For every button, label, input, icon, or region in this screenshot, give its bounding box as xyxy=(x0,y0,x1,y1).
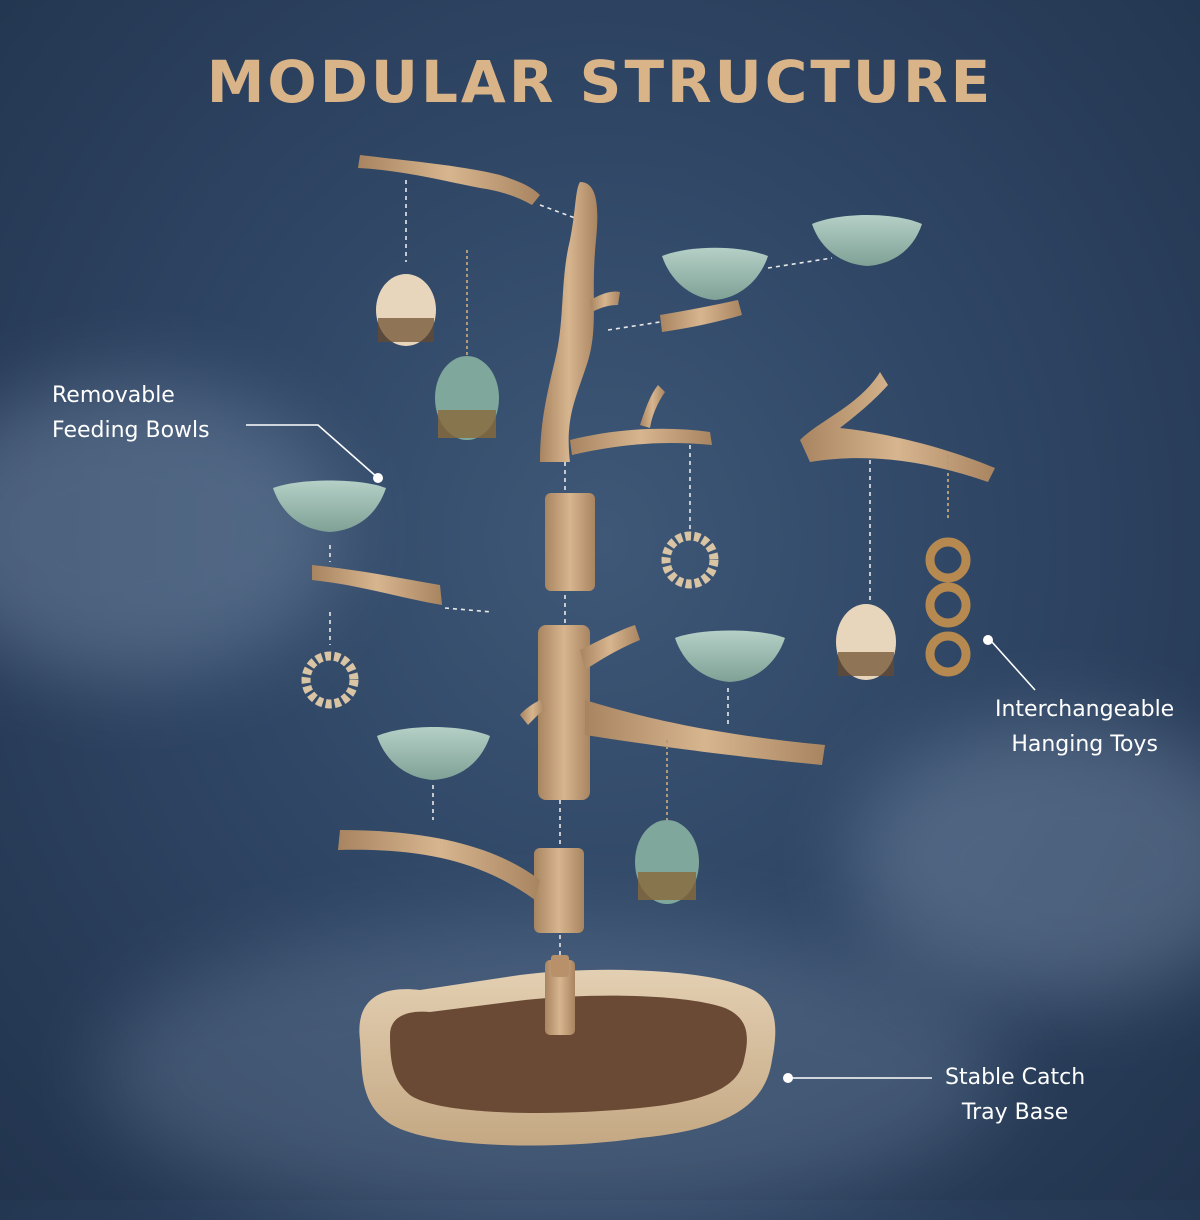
callout-tray-base: Stable Catch Tray Base xyxy=(945,1060,1085,1130)
feeding-bowls xyxy=(273,215,922,780)
bowls-callout-dot xyxy=(373,473,383,483)
lower-trunk-section xyxy=(338,830,584,933)
callout-bowls-line1: Removable xyxy=(52,383,175,408)
callout-leaders xyxy=(246,424,1036,1079)
middle-trunk-section xyxy=(520,625,825,800)
callout-base-line2: Tray Base xyxy=(961,1100,1069,1125)
toys-callout-dot xyxy=(983,635,993,645)
base-callout-dot xyxy=(783,1073,793,1083)
left-branch xyxy=(312,565,442,605)
fog-left xyxy=(0,380,340,680)
base-post xyxy=(545,960,575,1035)
callout-hanging-toys: Interchangeable Hanging Toys xyxy=(995,692,1174,762)
catch-tray-base xyxy=(359,969,776,1146)
fog-right xyxy=(850,720,1200,1000)
short-perch xyxy=(660,300,742,332)
hanging-toys xyxy=(301,250,971,904)
assembly-guides xyxy=(329,180,871,1060)
callout-feeding-bowls: Removable Feeding Bowls xyxy=(52,378,210,448)
page-title: MODULAR STRUCTURE xyxy=(206,48,994,116)
callout-base-line1: Stable Catch xyxy=(945,1065,1086,1090)
right-branch xyxy=(800,372,995,482)
callout-toys-line1: Interchangeable xyxy=(995,697,1175,722)
upper-trunk-section xyxy=(540,182,712,462)
callout-toys-line2: Hanging Toys xyxy=(1011,732,1158,757)
callout-bowls-line2: Feeding Bowls xyxy=(52,418,210,443)
top-branch xyxy=(358,155,540,205)
trunk-connector xyxy=(545,493,595,591)
